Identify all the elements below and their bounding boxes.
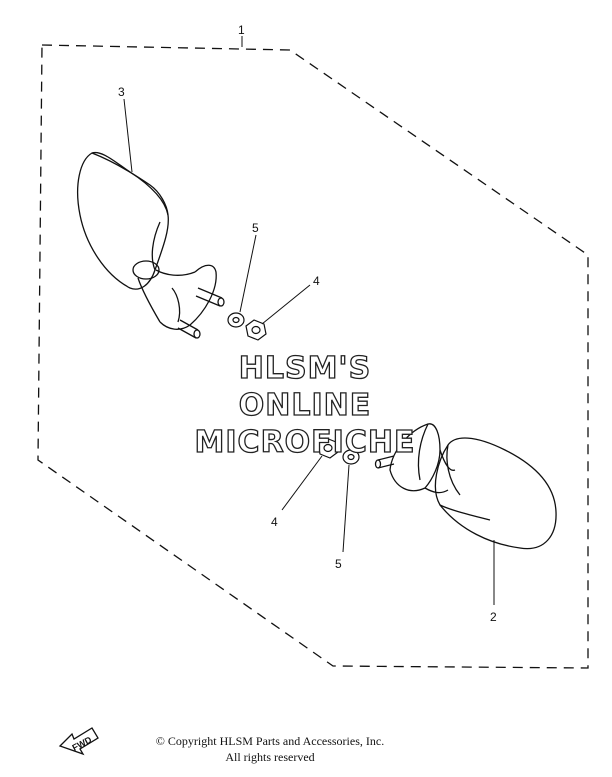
leader-line-5-upper	[239, 234, 257, 313]
callout-1: 1	[238, 23, 245, 37]
callout-5-lower: 5	[335, 557, 342, 571]
watermark-line-1: HLSM'S	[239, 351, 371, 386]
nut-lower	[317, 437, 339, 459]
copyright-line-2: All rights reserved	[225, 750, 315, 764]
washer-upper	[227, 312, 245, 328]
callout-4-lower: 4	[271, 515, 278, 529]
leader-line-4-lower	[281, 455, 323, 511]
assembly-boundary	[37, 44, 589, 669]
washer-lower	[342, 449, 360, 465]
watermark-line-3: MICROFICHE	[195, 425, 416, 460]
leader-line-4-upper	[261, 284, 311, 325]
copyright-notice: © Copyright HLSM Parts and Accessories, …	[120, 733, 420, 765]
right-mirror	[374, 423, 557, 550]
watermark-line-2: ONLINE	[239, 388, 372, 423]
leader-line-3	[123, 98, 133, 173]
left-mirror	[77, 151, 225, 339]
callout-2: 2	[490, 610, 497, 624]
leader-line-5-lower	[342, 464, 350, 553]
fwd-arrow-icon: FWD	[58, 727, 99, 756]
nut-upper	[245, 319, 267, 341]
callout-3: 3	[118, 85, 125, 99]
callout-5-upper: 5	[252, 221, 259, 235]
copyright-line-1: © Copyright HLSM Parts and Accessories, …	[155, 734, 385, 748]
callout-4-upper: 4	[313, 274, 320, 288]
